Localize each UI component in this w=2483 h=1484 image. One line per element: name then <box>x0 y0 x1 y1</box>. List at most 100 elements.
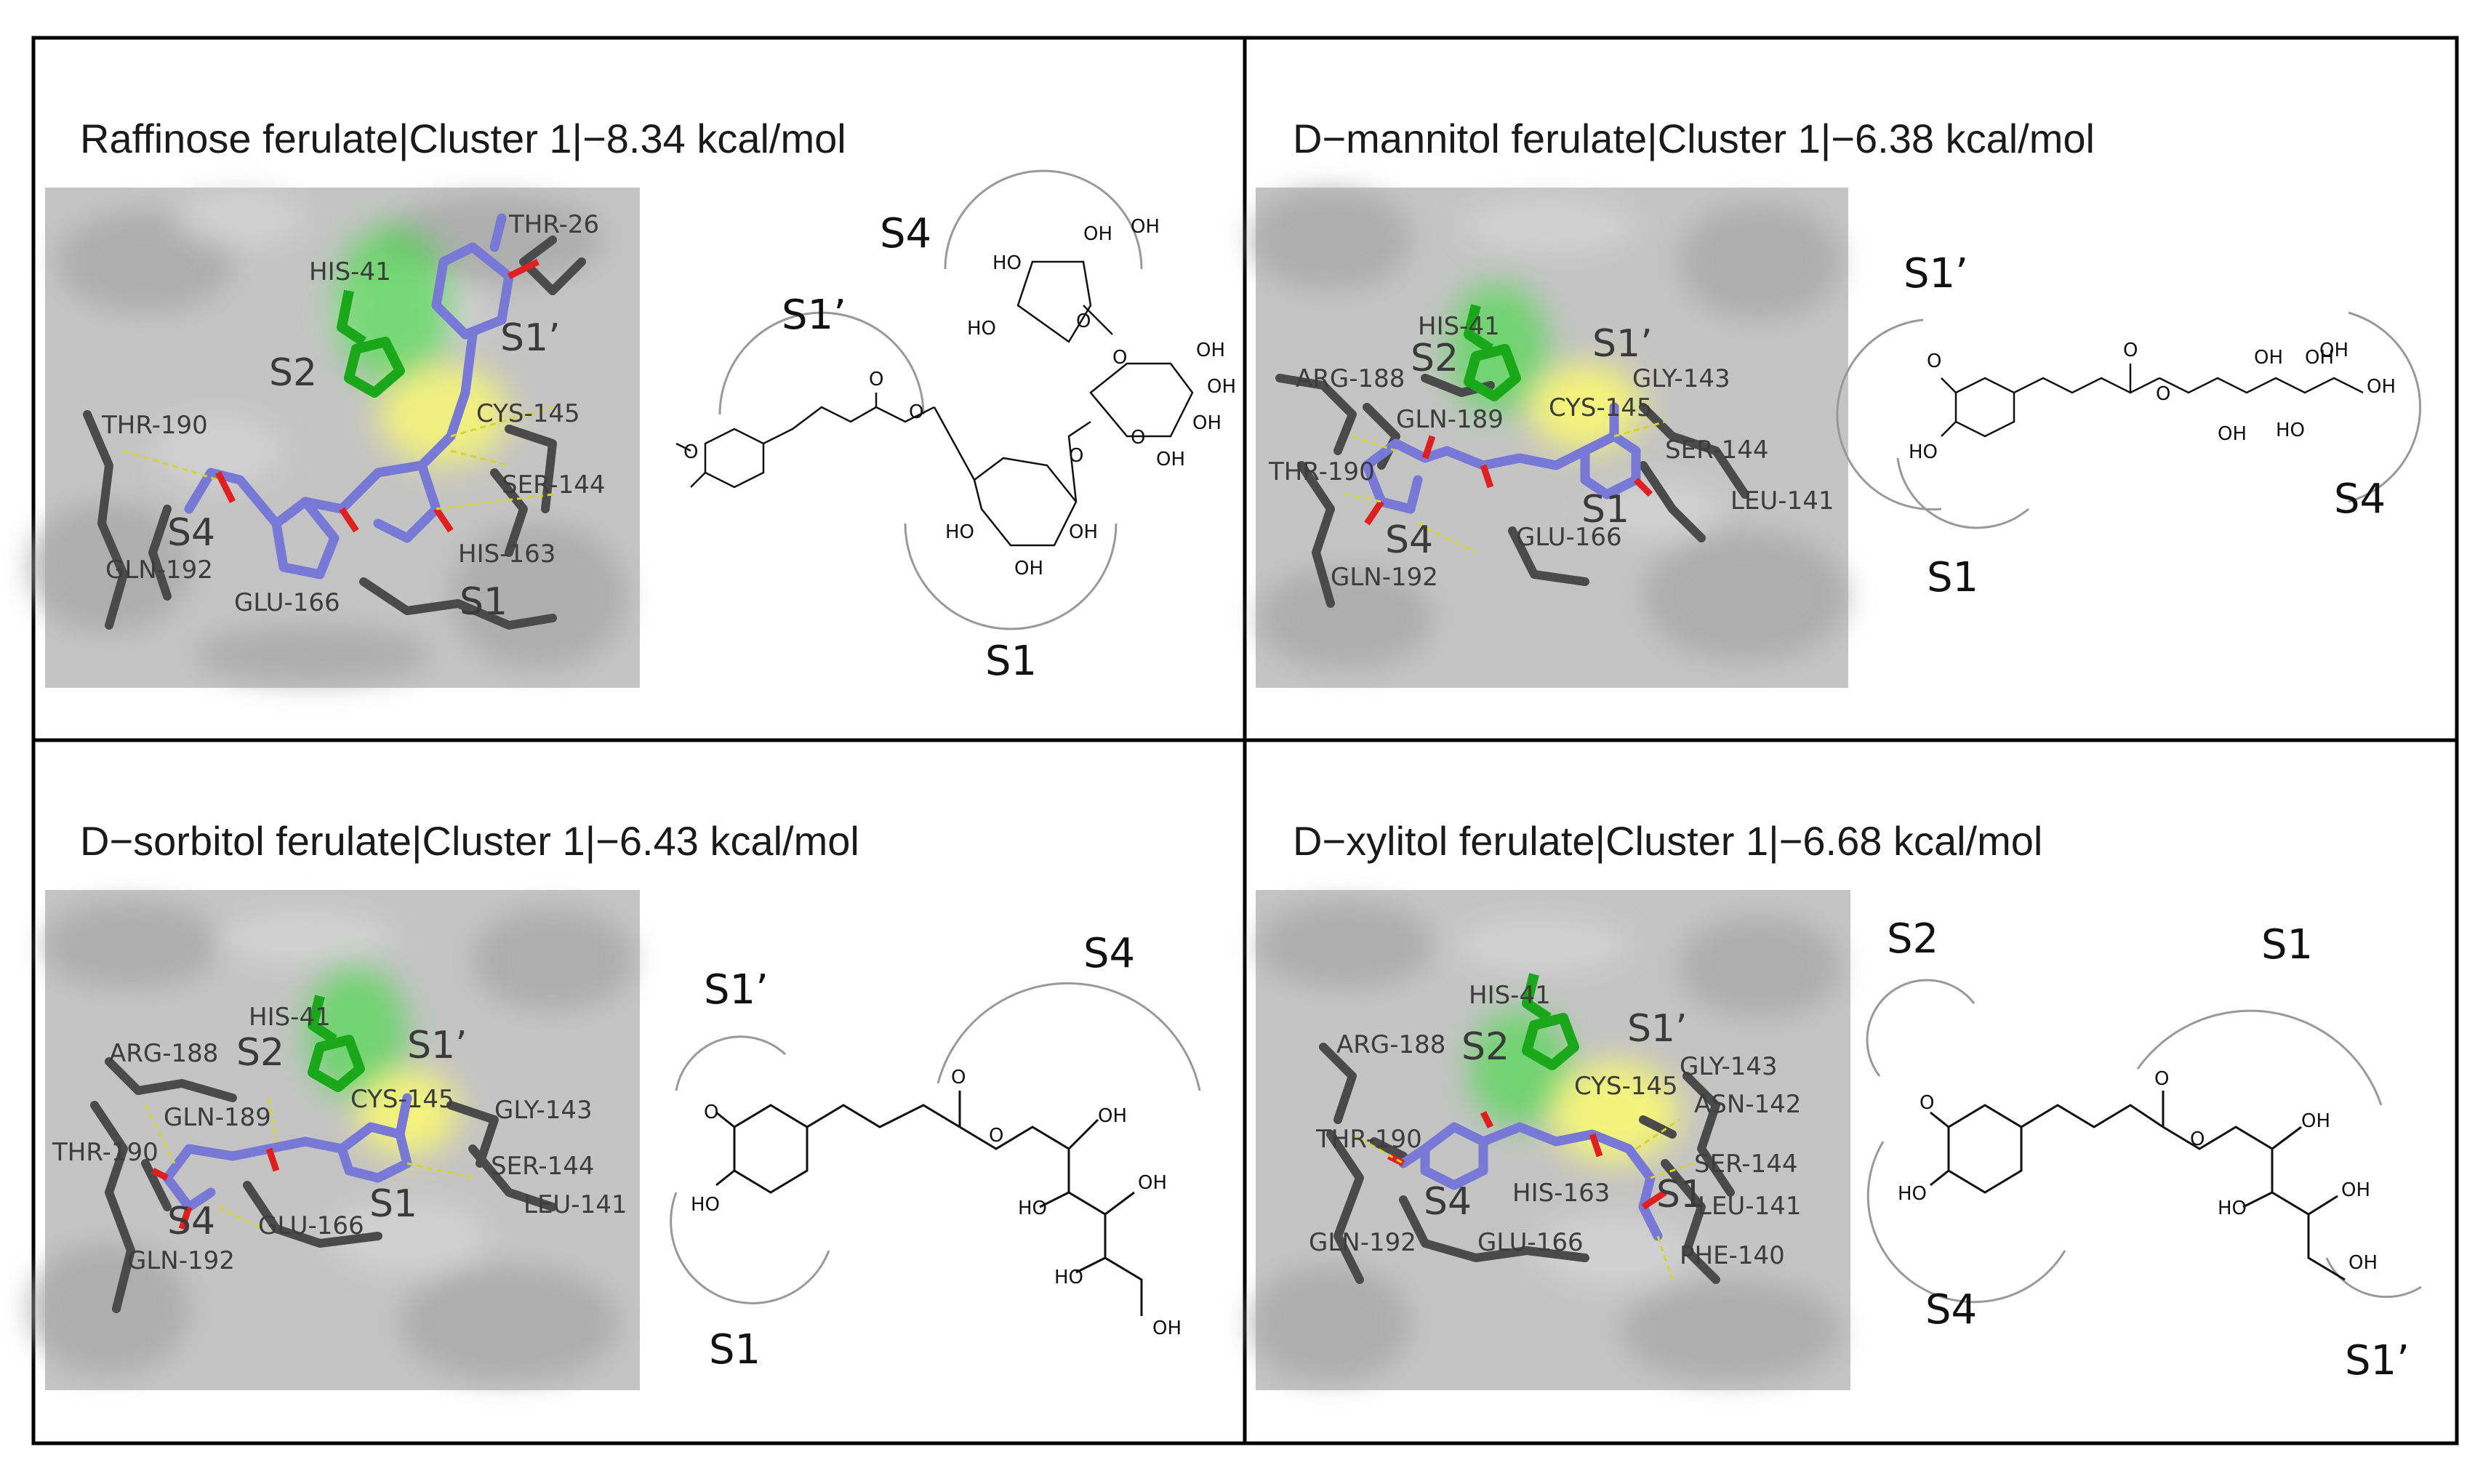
panel-title: D−mannitol ferulate|Cluster 1|−6.38 kcal… <box>1293 116 2095 161</box>
atom-label: O <box>1069 445 1083 467</box>
residue-label: GLU-166 <box>234 588 340 617</box>
atom-label: O <box>1927 350 1941 372</box>
docking-pose-image: HIS-41 ARG-188 GLN-189 THR-190 CYS-145 G… <box>29 890 640 1390</box>
subsite-label: S4 <box>1385 518 1433 562</box>
residue-label: CYS-145 <box>350 1085 454 1114</box>
atom-label: OH <box>2319 340 2348 361</box>
residue-label: THR-26 <box>508 210 599 239</box>
subsite-label: S4 <box>880 210 931 257</box>
residue-label: THR-190 <box>1315 1125 1422 1154</box>
residue-label: SER-144 <box>491 1152 594 1181</box>
atom-label: O <box>1920 1092 1934 1114</box>
residue-label: LEU-141 <box>1730 486 1834 516</box>
subsite-label: S1 <box>2261 921 2313 968</box>
atom-label: HO <box>1909 441 1938 463</box>
atom-label: OH <box>1156 449 1185 470</box>
residue-label: GLN-192 <box>1331 563 1438 592</box>
residue-label: GLU-166 <box>258 1211 364 1240</box>
subsite-label: S2 <box>1887 915 1938 963</box>
panel-title: D−sorbitol ferulate|Cluster 1|−6.43 kcal… <box>80 818 859 864</box>
atom-label: OH <box>2301 1110 2330 1132</box>
atom-label: OH <box>1207 376 1236 398</box>
subsite-label: S4 <box>1925 1286 1977 1333</box>
atom-label: HO <box>1018 1198 1047 1219</box>
atom-label: O <box>1112 347 1127 369</box>
residue-label: HIS-163 <box>458 540 555 569</box>
subsite-label: S1 <box>369 1182 417 1226</box>
subsite-label: S4 <box>1424 1180 1472 1224</box>
residue-label: GLN-192 <box>127 1246 235 1275</box>
subsite-label: S1 <box>709 1326 761 1373</box>
residue-label: ARG-188 <box>1336 1030 1445 1059</box>
subsite-label: S1 <box>985 638 1037 685</box>
residue-label: GLU-166 <box>1516 523 1622 552</box>
atom-label: O <box>1131 427 1145 449</box>
atom-label: O <box>2156 383 2170 405</box>
subsite-label: S4 <box>1083 930 1135 977</box>
subsite-label: S2 <box>269 351 317 395</box>
residue-label: HIS-41 <box>1469 981 1551 1010</box>
atom-label: OH <box>2348 1252 2378 1274</box>
docking-pose-image: THR-26 HIS-41 CYS-145 THR-190 SER-144 HI… <box>29 188 640 688</box>
atom-label: HO <box>691 1194 720 1216</box>
atom-label: HO <box>992 252 1022 274</box>
atom-label: O <box>869 369 883 390</box>
atom-label: O <box>2154 1068 2169 1090</box>
subsite-label: S1 <box>1656 1173 1704 1216</box>
atom-label: HO <box>1898 1183 1927 1205</box>
atom-label: OH <box>1192 412 1222 434</box>
residue-label: SER-144 <box>1665 436 1768 465</box>
residue-label: LEU-141 <box>1698 1192 1801 1221</box>
subsite-label: S1 <box>460 580 508 624</box>
subsite-label: S4 <box>167 1200 215 1243</box>
residue-label: GLU-166 <box>1477 1228 1584 1257</box>
atom-label: OH <box>1083 223 1112 245</box>
residue-label: GLY-143 <box>494 1096 593 1125</box>
subsite-label: S2 <box>236 1031 284 1075</box>
atom-label: OH <box>2367 376 2396 398</box>
panel-grid <box>31 36 2459 1445</box>
subsite-label: S2 <box>1461 1025 1509 1069</box>
residue-label: CYS-145 <box>476 399 580 428</box>
atom-label: HO <box>945 521 974 543</box>
atom-label: OH <box>1138 1172 1167 1194</box>
residue-label: ARG-188 <box>109 1039 218 1068</box>
atom-label: O <box>2190 1128 2205 1150</box>
residue-label: CYS-145 <box>1574 1072 1678 1101</box>
atom-label: O <box>951 1067 966 1088</box>
atom-label: HO <box>1054 1267 1083 1288</box>
residue-label: CYS-145 <box>1549 393 1653 422</box>
subsite-label: S1’ <box>500 316 561 360</box>
atom-label: OH <box>1014 558 1043 579</box>
panel-mannitol: D−mannitol ferulate|Cluster 1|−6.38 kcal… <box>1251 116 2422 688</box>
atom-label: O <box>1076 310 1091 332</box>
residue-label: HIS-41 <box>1418 312 1500 341</box>
residue-label: GLY-143 <box>1680 1052 1778 1081</box>
residue-label: PHE-140 <box>1680 1241 1785 1270</box>
residue-label: SER-144 <box>502 470 605 500</box>
structure-2d: O HO O O OH HO OH OH <box>1866 979 2422 1304</box>
residue-label: ASN-142 <box>1694 1090 1801 1119</box>
subsite-label: S1’ <box>1627 1007 1688 1051</box>
atom-label: OH <box>1196 340 1225 361</box>
subsite-label: S1 <box>1581 488 1629 532</box>
subsite-label: S4 <box>167 511 215 555</box>
subsite-label: S1’ <box>407 1024 468 1067</box>
atom-label: O <box>909 401 923 423</box>
atom-label: HO <box>2218 1198 2247 1219</box>
atom-label: O <box>683 441 698 463</box>
structure-2d: O HO O O OH OH OH OH HO OH <box>1836 311 2422 529</box>
atom-label: OH <box>2305 347 2334 369</box>
subsite-label: S4 <box>2334 476 2386 523</box>
atom-label: O <box>989 1125 1003 1147</box>
atom-label: O <box>2123 340 2138 361</box>
docking-pose-image: HIS-41 ARG-188 GLN-189 THR-190 GLY-143 C… <box>1251 188 1848 688</box>
residue-label: THR-190 <box>1268 457 1375 486</box>
residue-label: GLN-189 <box>164 1103 271 1132</box>
atom-label: OH <box>1131 216 1160 238</box>
subsite-label: S1’ <box>782 292 846 339</box>
subsite-label: S1’ <box>704 966 769 1014</box>
atom-label: OH <box>2218 423 2247 445</box>
atom-label: HO <box>2276 420 2305 441</box>
atom-label: OH <box>1098 1105 1127 1127</box>
